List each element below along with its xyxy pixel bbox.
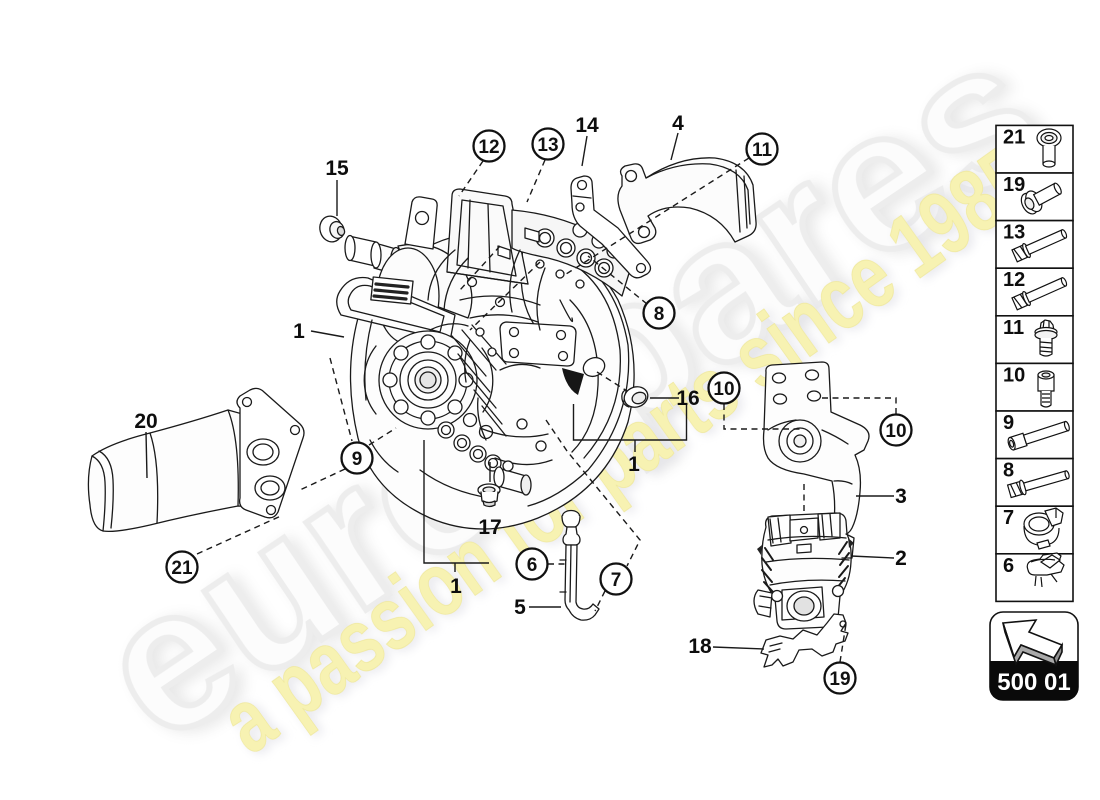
svg-text:7: 7	[611, 570, 622, 591]
svg-text:9: 9	[1003, 412, 1014, 434]
svg-text:10: 10	[885, 421, 906, 442]
svg-text:19: 19	[1003, 174, 1025, 196]
svg-text:6: 6	[1003, 555, 1014, 577]
svg-text:13: 13	[1003, 222, 1025, 244]
svg-text:500 01: 500 01	[997, 669, 1070, 696]
svg-text:17: 17	[478, 516, 501, 539]
svg-text:7: 7	[1003, 507, 1014, 529]
svg-text:20: 20	[134, 410, 157, 433]
svg-text:4: 4	[672, 112, 684, 135]
svg-text:18: 18	[688, 635, 712, 658]
svg-text:9: 9	[352, 449, 363, 470]
svg-text:13: 13	[537, 135, 558, 156]
svg-text:1: 1	[293, 320, 305, 343]
svg-text:10: 10	[1003, 364, 1025, 386]
svg-text:1: 1	[450, 575, 462, 598]
svg-text:11: 11	[752, 140, 773, 161]
svg-text:16: 16	[676, 387, 699, 410]
svg-text:12: 12	[478, 137, 499, 158]
svg-text:5: 5	[514, 596, 526, 619]
svg-text:19: 19	[829, 669, 850, 690]
svg-text:6: 6	[527, 555, 538, 576]
svg-text:10: 10	[713, 379, 734, 400]
svg-text:21: 21	[1003, 126, 1025, 148]
svg-text:11: 11	[1003, 317, 1024, 339]
svg-text:8: 8	[654, 304, 665, 325]
svg-text:3: 3	[895, 485, 907, 508]
svg-text:14: 14	[575, 114, 599, 137]
svg-text:2: 2	[895, 547, 907, 570]
svg-text:12: 12	[1003, 269, 1025, 291]
svg-text:15: 15	[325, 157, 349, 180]
svg-text:8: 8	[1003, 460, 1014, 482]
svg-text:21: 21	[171, 558, 193, 579]
svg-text:1: 1	[628, 453, 640, 476]
